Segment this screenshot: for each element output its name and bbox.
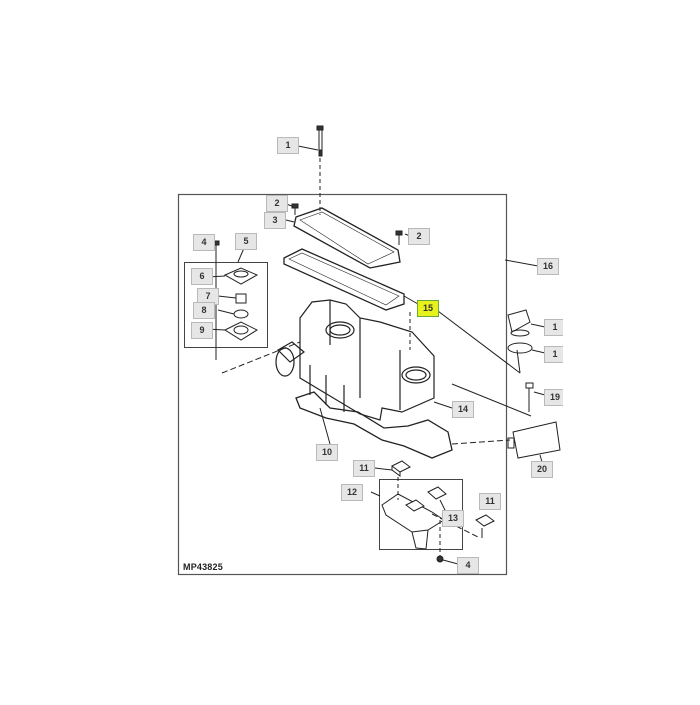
- callout-14[interactable]: 14: [452, 401, 474, 418]
- lower-gasket-icon: [295, 391, 453, 459]
- baffle-icon: [381, 493, 445, 533]
- gasket-icon: [283, 248, 405, 311]
- plug-icon: [525, 382, 534, 412]
- screw-icon: [395, 230, 403, 245]
- callout-16[interactable]: 16: [537, 258, 559, 275]
- pad-icon: [427, 486, 447, 500]
- callout-6[interactable]: 6: [191, 268, 213, 285]
- callout-12[interactable]: 12: [341, 484, 363, 501]
- assembly-frame: [177, 193, 508, 576]
- sealant-tube-icon: [507, 421, 561, 459]
- bolt-icon: [316, 125, 324, 157]
- valve-subframe: [184, 262, 268, 348]
- callout-2[interactable]: 2: [408, 228, 430, 245]
- pad-icon: [405, 499, 425, 512]
- callout-8[interactable]: 8: [193, 302, 215, 319]
- rocker-cover-icon: [275, 299, 435, 421]
- callout-1[interactable]: 1: [277, 137, 299, 154]
- callout-15-highlighted[interactable]: 15: [417, 300, 439, 317]
- image-clip-edge: [563, 0, 700, 700]
- valve-parts-icon: [223, 267, 259, 341]
- screw-icon: [291, 203, 299, 215]
- callout-4[interactable]: 4: [193, 234, 215, 251]
- callout-3[interactable]: 3: [264, 212, 286, 229]
- filler-cap-icon: [507, 309, 531, 337]
- pad-icon: [475, 514, 495, 527]
- callout-2[interactable]: 2: [266, 195, 288, 212]
- callout-20[interactable]: 20: [531, 461, 553, 478]
- callout-10[interactable]: 10: [316, 444, 338, 461]
- callout-5[interactable]: 5: [235, 233, 257, 250]
- callout-11[interactable]: 11: [353, 460, 375, 477]
- cover-plate-icon: [293, 207, 401, 269]
- screw-icon: [436, 555, 444, 563]
- callout-4[interactable]: 4: [457, 557, 479, 574]
- o-ring-icon: [507, 342, 533, 354]
- callout-11[interactable]: 11: [479, 493, 501, 510]
- figure-id: MP43825: [183, 562, 223, 572]
- pad-icon: [391, 460, 411, 473]
- callout-9[interactable]: 9: [191, 322, 213, 339]
- callout-13[interactable]: 13: [442, 510, 464, 527]
